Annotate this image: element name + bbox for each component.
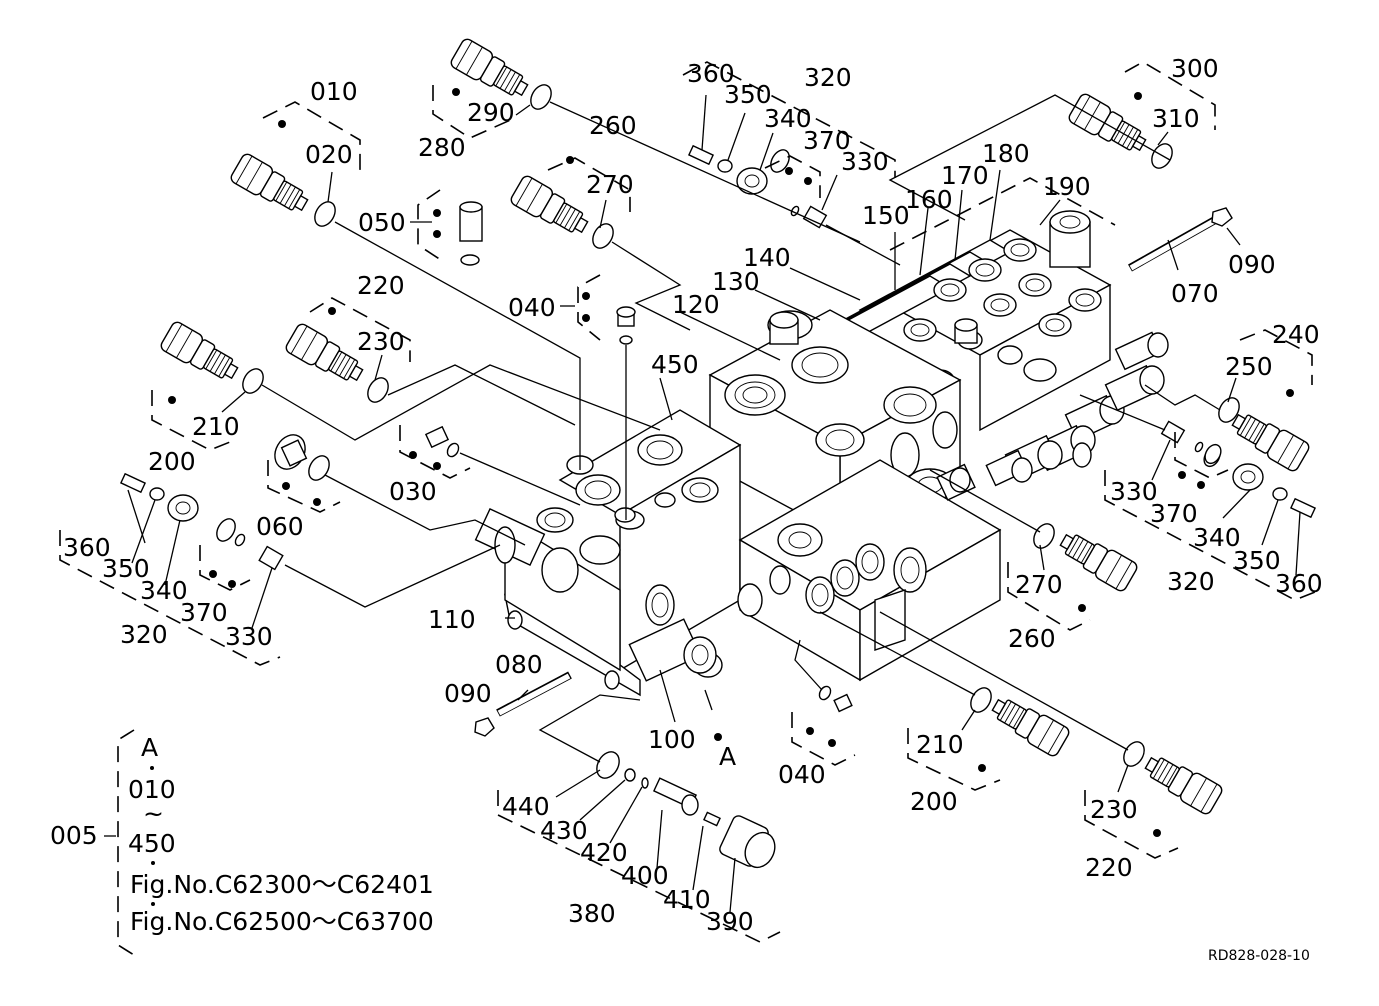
callout-150: 150 <box>862 201 910 230</box>
callout-420: 420 <box>580 838 628 867</box>
callout-440: 440 <box>502 792 550 821</box>
callout-110: 110 <box>428 605 476 634</box>
callout-010: 010 <box>310 77 358 106</box>
callout-100: 100 <box>648 725 696 754</box>
callout-130: 130 <box>712 267 760 296</box>
legend-line-A: A <box>141 733 158 762</box>
callout-290: 290 <box>467 98 515 127</box>
callout-340: 340 <box>764 104 812 133</box>
cartridge-010 <box>230 153 309 212</box>
callout-170: 170 <box>941 161 989 190</box>
callout-400: 400 <box>621 861 669 890</box>
callout-390: 390 <box>706 907 754 936</box>
cartridge-220-right <box>1144 756 1223 815</box>
callout-370: 370 <box>803 126 851 155</box>
callout-040-bottom: 040 <box>778 760 826 789</box>
callout-140: 140 <box>743 243 791 272</box>
callout-240: 240 <box>1272 320 1320 349</box>
drawing-reference-code: RD828-028-10 <box>1208 948 1310 964</box>
callout-180: 180 <box>982 139 1030 168</box>
callout-320-left: 320 <box>120 620 168 649</box>
legend-line-tilde: ~ <box>143 799 164 828</box>
legend-line-fig2: Fig.No.C62500～C63700 <box>130 907 434 936</box>
callout-320: 320 <box>804 63 852 92</box>
cartridge-200-left <box>160 321 239 380</box>
callout-310: 310 <box>1152 104 1200 133</box>
callout-450: 450 <box>651 350 699 379</box>
callout-190: 190 <box>1043 172 1091 201</box>
callout-260: 260 <box>589 111 637 140</box>
callout-210-right: 210 <box>916 730 964 759</box>
callout-430: 430 <box>540 816 588 845</box>
callout-280: 280 <box>418 133 466 162</box>
callout-350-right: 350 <box>1233 546 1281 575</box>
callout-320-right: 320 <box>1167 567 1215 596</box>
callout-360: 360 <box>687 59 735 88</box>
callout-090-bottom: 090 <box>444 679 492 708</box>
callout-330: 330 <box>841 147 889 176</box>
cartridge-280 <box>450 38 529 97</box>
callout-250: 250 <box>1225 352 1273 381</box>
callout-160: 160 <box>905 185 953 214</box>
callout-270: 270 <box>586 170 634 199</box>
callout-230-right: 230 <box>1090 795 1138 824</box>
callout-labels: 010 020 280 290 260 270 050 040 320 360 … <box>63 54 1323 936</box>
legend-assembly-number: 005 <box>50 821 98 850</box>
callout-370-left: 370 <box>180 598 228 627</box>
nut-090-top <box>1211 207 1233 227</box>
callout-370-right: 370 <box>1150 499 1198 528</box>
group-brackets <box>59 61 1321 956</box>
callout-200-right: 200 <box>910 787 958 816</box>
cartridge-260-right <box>1059 533 1138 592</box>
callout-200: 200 <box>148 447 196 476</box>
callout-270-right: 270 <box>1015 570 1063 599</box>
relief-valve-cartridges <box>160 38 1310 815</box>
cartridge-240 <box>1231 413 1310 472</box>
callout-070: 070 <box>1171 279 1219 308</box>
cartridge-260-top <box>510 175 589 234</box>
callout-030: 030 <box>389 477 437 506</box>
callout-350-left: 350 <box>102 554 150 583</box>
callout-300: 300 <box>1171 54 1219 83</box>
callout-350: 350 <box>724 80 772 109</box>
callout-330-right: 330 <box>1110 477 1158 506</box>
callout-360-left: 360 <box>63 533 111 562</box>
plug-450 <box>654 492 676 508</box>
legend-line-fig1: Fig.No.C62300～C62401 <box>130 870 434 899</box>
callout-A: A <box>719 742 736 771</box>
callout-020: 020 <box>305 140 353 169</box>
callout-340-right: 340 <box>1193 523 1241 552</box>
nut-090-bottom <box>474 717 495 737</box>
valve-body <box>474 210 1169 697</box>
o-rings <box>216 84 1240 789</box>
callout-410: 410 <box>663 885 711 914</box>
callout-230: 230 <box>357 327 405 356</box>
cartridge-200-right <box>991 698 1070 757</box>
legend-line-450: 450 <box>128 829 176 858</box>
callout-380: 380 <box>568 899 616 928</box>
assembly-legend: 005 A 010 ~ 450 Fig.No.C62300～C62401 Fig… <box>50 733 434 936</box>
callout-220: 220 <box>357 271 405 300</box>
callout-080: 080 <box>495 650 543 679</box>
callout-040: 040 <box>508 293 556 322</box>
callout-210: 210 <box>192 412 240 441</box>
cartridge-220-left <box>285 323 364 382</box>
port-block-190 <box>1049 210 1091 268</box>
callout-330-left: 330 <box>225 622 273 651</box>
callout-120: 120 <box>672 290 720 319</box>
callout-340-left: 340 <box>140 576 188 605</box>
callout-360-right: 360 <box>1275 569 1323 598</box>
legend-line-010: 010 <box>128 775 176 804</box>
callout-220-right: 220 <box>1085 853 1133 882</box>
callout-060: 060 <box>256 512 304 541</box>
callout-090: 090 <box>1228 250 1276 279</box>
small-parts <box>119 144 1317 869</box>
leader-lines <box>127 94 1301 913</box>
reference-dots <box>168 88 1294 837</box>
callout-050: 050 <box>358 208 406 237</box>
callout-260-right: 260 <box>1008 624 1056 653</box>
right-end-spools <box>936 331 1169 501</box>
